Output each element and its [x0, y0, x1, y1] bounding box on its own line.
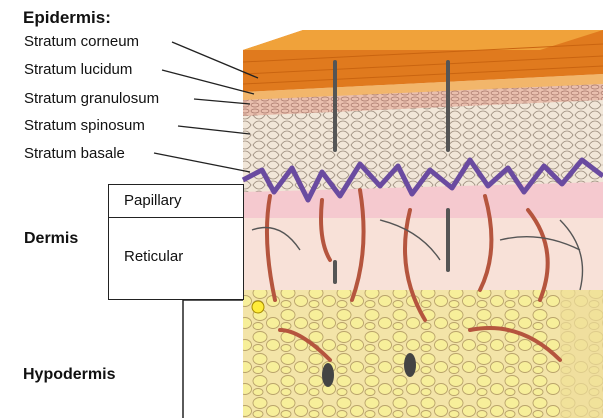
- stratum-granulosum-label: Stratum granulosum: [24, 90, 159, 107]
- stratum-lucidum-label: Stratum lucidum: [24, 61, 132, 78]
- stratum-spinosum-label: Stratum spinosum: [24, 117, 145, 134]
- hypodermis-label: Hypodermis: [23, 366, 115, 384]
- reticular-label: Reticular: [124, 248, 183, 265]
- dermis-label: Dermis: [24, 230, 78, 248]
- epidermis-heading: Epidermis:: [23, 8, 111, 28]
- stratum-basale-label: Stratum basale: [24, 145, 125, 162]
- papillary-label: Papillary: [124, 192, 182, 209]
- stratum-corneum-label: Stratum corneum: [24, 33, 139, 50]
